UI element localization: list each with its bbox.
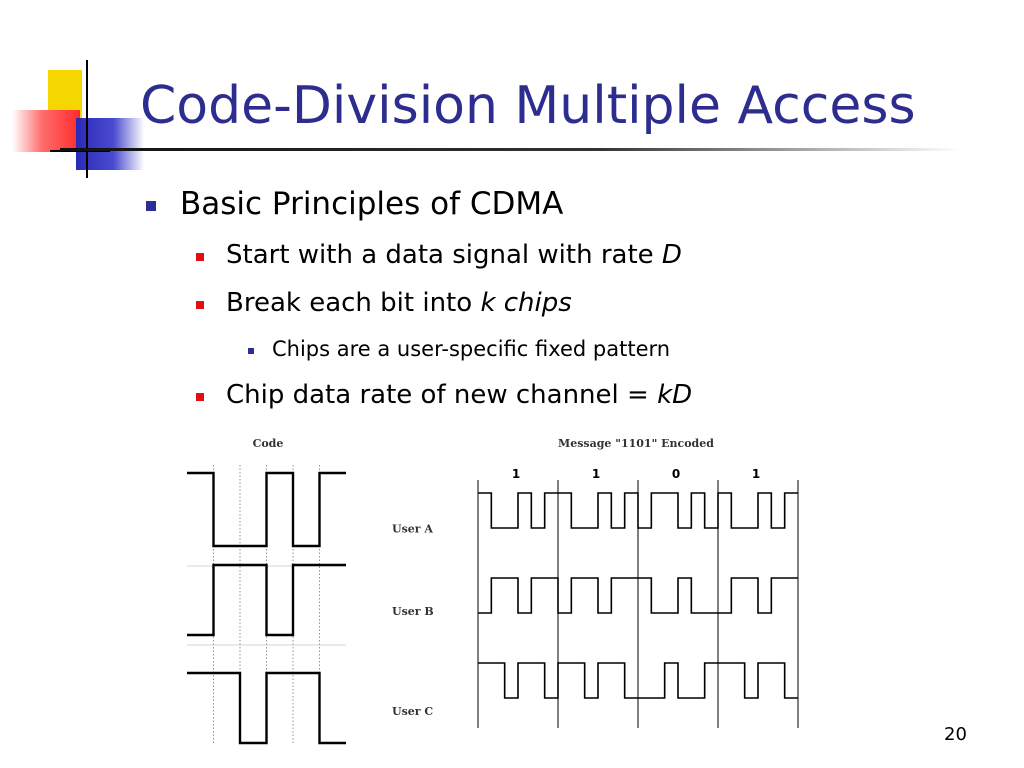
slide-title: Code-Division Multiple Access <box>140 76 916 136</box>
logo-red-square <box>12 110 80 152</box>
user-label: User B <box>392 605 434 618</box>
logo-vertical-line <box>86 60 88 178</box>
title-underline <box>60 148 960 151</box>
user-label: User C <box>392 705 433 718</box>
bullet-level2: Start with a data signal with rate D <box>196 240 682 270</box>
logo-horizontal-line <box>50 150 110 152</box>
bullet-level2: Chip data rate of new channel = kD <box>196 380 693 410</box>
bullet-square-icon <box>196 253 204 261</box>
bullet-emphasis: k chips <box>480 288 572 318</box>
user-label: User A <box>392 523 433 536</box>
bullet-text: Basic Principles of CDMA <box>180 186 564 222</box>
message-bit-label: 1 <box>752 467 760 481</box>
bullet-text: Break each bit into <box>226 288 481 318</box>
message-heading: Message "1101" Encoded <box>558 437 714 450</box>
bullet-square-icon <box>196 393 204 401</box>
code-heading: Code <box>253 437 284 450</box>
encoded-waveform <box>478 662 798 699</box>
bullet-square-icon <box>146 201 156 211</box>
bullet-text: Chips are a user-specific fixed pattern <box>272 337 671 361</box>
bullet-text: Start with a data signal with rate <box>226 240 662 270</box>
bullet-emphasis: kD <box>657 380 693 410</box>
message-bit-label: 1 <box>512 467 520 481</box>
bullet-text: Chip data rate of new channel = <box>226 380 658 410</box>
encoded-waveform <box>478 577 798 614</box>
message-bit-label: 1 <box>592 467 600 481</box>
bullet-level3: Chips are a user-specific fixed pattern <box>248 337 671 361</box>
page-number: 20 <box>944 724 967 745</box>
message-bit-label: 0 <box>672 467 680 481</box>
bullet-level2: Break each bit into k chips <box>196 288 572 318</box>
code-waveform <box>187 563 346 637</box>
bullet-level1: Basic Principles of CDMA <box>146 186 564 222</box>
bullet-square-icon <box>196 301 204 309</box>
bullet-emphasis: D <box>661 240 682 270</box>
code-waveform <box>187 671 346 745</box>
corner-logo-graphic <box>0 0 150 180</box>
code-waveform <box>187 471 346 548</box>
bullet-square-icon <box>248 348 254 354</box>
encoded-waveform <box>478 492 798 529</box>
